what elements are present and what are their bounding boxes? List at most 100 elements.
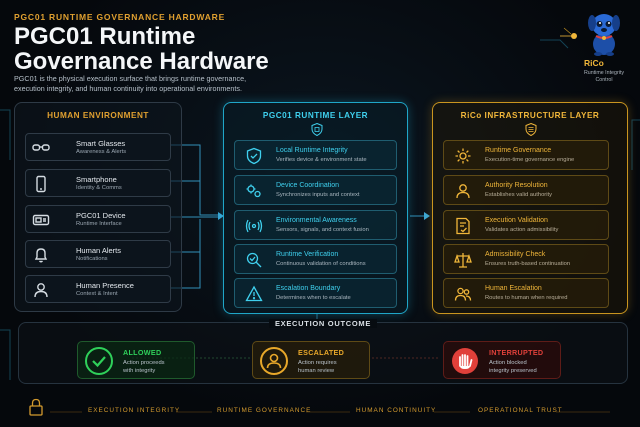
runtime-item-runtime-verification: Runtime Verification Continuous validati… bbox=[234, 244, 397, 274]
rico-name: RiCo bbox=[584, 58, 604, 68]
human-item-pgc01-device: PGC01 Device Runtime Interface bbox=[25, 205, 171, 233]
outcome-sub: Action requires human review bbox=[298, 359, 368, 375]
runtime-item-name: Environmental Awareness bbox=[276, 217, 357, 224]
infra-item-sub: Routes to human when required bbox=[485, 295, 568, 301]
runtime-item-name: Local Runtime Integrity bbox=[276, 147, 348, 154]
runtime-layer-panel: PGC01 RUNTIME LAYER Local Runtime Integr… bbox=[223, 102, 408, 314]
runtime-item-sub: Sensors, signals, and context fusion bbox=[276, 227, 369, 233]
person-circle-icon bbox=[260, 347, 288, 375]
runtime-layer-title: PGC01 RUNTIME LAYER bbox=[262, 111, 369, 120]
infra-item-sub: Establishes valid authority bbox=[485, 192, 553, 198]
infra-item-sub: Ensures truth-based continuation bbox=[485, 261, 571, 267]
outcome-name: ALLOWED bbox=[123, 348, 162, 357]
outcome-card-interrupted: INTERRUPTED Action blocked integrity pre… bbox=[443, 341, 561, 379]
infra-item-execution-validation: Execution Validation Validates action ad… bbox=[443, 210, 609, 240]
footer-divider bbox=[50, 411, 610, 413]
runtime-item-name: Device Coordination bbox=[276, 182, 340, 189]
runtime-item-escalation-boundary: Escalation Boundary Determines when to e… bbox=[234, 278, 397, 308]
shield-badge-icon bbox=[525, 123, 537, 136]
magnifier-check-icon bbox=[246, 252, 262, 268]
network-glow-icon bbox=[560, 27, 577, 39]
outcome-sub-line-2: integrity preserved bbox=[489, 368, 537, 374]
outcome-card-escalated: ESCALATED Action requires human review bbox=[252, 341, 370, 379]
human-item-name: Human Alerts bbox=[76, 246, 122, 255]
title-line-2: Governance Hardware bbox=[14, 48, 269, 75]
human-item-sub: Context & Intent bbox=[76, 291, 118, 297]
footer-item: RUNTIME GOVERNANCE bbox=[217, 407, 312, 414]
runtime-item-local-integrity: Local Runtime Integrity Verifies device … bbox=[234, 140, 397, 170]
outcome-sub-line-1: Action proceeds bbox=[123, 360, 165, 366]
human-environment-title: HUMAN ENVIRONMENT bbox=[47, 111, 149, 120]
execution-outcome-panel: EXECUTION OUTCOME ALLOWED Action proceed… bbox=[18, 319, 628, 384]
infra-item-sub: Validates action admissibility bbox=[485, 227, 559, 233]
runtime-item-environmental-awareness: Environmental Awareness Sensors, signals… bbox=[234, 210, 397, 240]
human-item-name: PGC01 Device bbox=[76, 211, 126, 220]
glasses-icon bbox=[32, 144, 50, 151]
outcome-name: ESCALATED bbox=[298, 348, 345, 357]
human-item-name: Smartphone bbox=[76, 175, 117, 184]
document-check-icon bbox=[456, 217, 470, 235]
infra-item-sub: Execution-time governance engine bbox=[485, 157, 575, 163]
shield-badge-icon bbox=[311, 123, 323, 136]
human-item-name: Human Presence bbox=[76, 281, 134, 290]
human-item-human-presence: Human Presence Context & Intent bbox=[25, 275, 171, 303]
smartphone-icon bbox=[36, 175, 46, 193]
person-icon bbox=[34, 283, 48, 298]
footer-bar: EXECUTION INTEGRITY RUNTIME GOVERNANCE H… bbox=[0, 398, 640, 420]
title-line-1: PGC01 Runtime bbox=[14, 23, 196, 50]
outcome-sub: Action blocked integrity preserved bbox=[489, 359, 559, 375]
runtime-item-name: Escalation Boundary bbox=[276, 285, 341, 292]
infra-item-name: Execution Validation bbox=[485, 217, 548, 224]
runtime-item-sub: Continuous validation of conditions bbox=[276, 261, 366, 267]
rico-subtitle-line-1: Runtime Integrity bbox=[583, 70, 625, 76]
rico-mascot-icon bbox=[588, 14, 620, 56]
infrastructure-layer-panel: RiCo INFRASTRUCTURE LAYER Runtime Govern… bbox=[432, 102, 628, 314]
infra-item-human-escalation: Human Escalation Routes to human when re… bbox=[443, 278, 609, 308]
outcome-name: INTERRUPTED bbox=[489, 348, 544, 357]
gears-icon bbox=[246, 184, 261, 198]
infra-item-name: Admissibility Check bbox=[485, 251, 546, 258]
outcome-sub-line-1: Action blocked bbox=[489, 360, 527, 366]
infra-item-name: Authority Resolution bbox=[485, 182, 548, 189]
stop-hand-icon bbox=[452, 348, 478, 374]
human-item-sub: Runtime Interface bbox=[76, 221, 122, 227]
human-item-sub: Notifications bbox=[76, 256, 108, 262]
page-description: PGC01 is the physical execution surface … bbox=[14, 74, 247, 93]
people-icon bbox=[454, 287, 472, 301]
human-item-smart-glasses: Smart Glasses Awareness & Alerts bbox=[25, 133, 171, 161]
check-circle-icon bbox=[85, 347, 113, 375]
outcome-sub: Action proceeds with integrity bbox=[123, 359, 193, 375]
outcome-sub-line-2: with integrity bbox=[123, 368, 156, 374]
infra-item-runtime-governance: Runtime Governance Execution-time govern… bbox=[443, 140, 609, 170]
runtime-item-sub: Determines when to escalate bbox=[276, 295, 351, 301]
rico-subtitle: Runtime Integrity Control bbox=[572, 70, 636, 84]
runtime-item-sub: Verifies device & environment state bbox=[276, 157, 367, 163]
infra-item-name: Runtime Governance bbox=[485, 147, 552, 154]
infra-item-authority-resolution: Authority Resolution Establishes valid a… bbox=[443, 175, 609, 205]
lock-icon bbox=[29, 398, 43, 416]
runtime-item-sub: Synchronizes inputs and context bbox=[276, 192, 360, 198]
human-item-smartphone: Smartphone Identity & Comms bbox=[25, 169, 171, 197]
outcome-card-allowed: ALLOWED Action proceeds with integrity bbox=[77, 341, 195, 379]
user-icon bbox=[456, 184, 470, 199]
warning-icon bbox=[245, 285, 263, 302]
infrastructure-layer-title: RiCo INFRASTRUCTURE LAYER bbox=[460, 111, 600, 120]
page-title: PGC01 Runtime Governance Hardware bbox=[14, 24, 334, 74]
scales-icon bbox=[454, 253, 472, 268]
bell-icon bbox=[34, 248, 48, 263]
outcome-sub-line-1: Action requires bbox=[298, 360, 337, 366]
runtime-item-name: Runtime Verification bbox=[276, 251, 339, 258]
device-icon bbox=[32, 214, 50, 226]
human-item-human-alerts: Human Alerts Notifications bbox=[25, 240, 171, 268]
rico-subtitle-line-2: Control bbox=[595, 77, 613, 83]
execution-outcome-title-text: EXECUTION OUTCOME bbox=[268, 319, 378, 328]
human-environment-panel: HUMAN ENVIRONMENT Smart Glasses Awarenes… bbox=[14, 102, 182, 312]
outcome-sub-line-2: human review bbox=[298, 368, 335, 374]
footer-item: HUMAN CONTINUITY bbox=[356, 407, 437, 414]
infra-item-admissibility-check: Admissibility Check Ensures truth-based … bbox=[443, 244, 609, 274]
shield-check-icon bbox=[246, 147, 262, 165]
gear-icon bbox=[455, 148, 471, 164]
human-item-name: Smart Glasses bbox=[76, 139, 126, 148]
infra-item-name: Human Escalation bbox=[485, 285, 542, 292]
human-item-sub: Awareness & Alerts bbox=[76, 149, 127, 155]
